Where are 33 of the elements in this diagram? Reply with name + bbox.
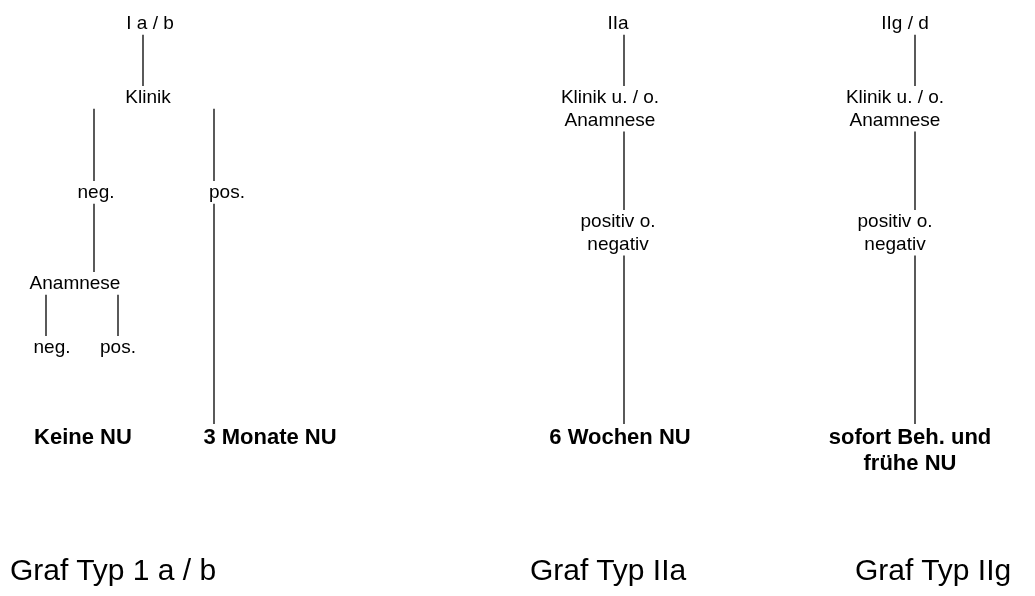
connector-line [93,203,95,273]
connector-line [93,108,95,182]
node-text: positiv o. negativ [579,210,657,256]
node-text: I a / b [125,12,175,35]
graph-caption: Graf Typ 1 a / b [10,553,217,587]
node-text: Klinik [124,86,172,109]
node-text: positiv o. negativ [856,210,934,256]
connector-line [914,34,916,87]
connector-line [117,294,119,337]
node-text: Anamnese [28,272,122,295]
result-text: Keine NU [33,424,133,451]
node-text: neg. [32,336,72,359]
node-text: Klinik u. / o. Anamnese [559,86,661,132]
connector-line [914,130,916,211]
node-text: neg. [76,181,116,204]
node-text: pos. [208,181,246,204]
connector-line [623,254,625,425]
node-text: IIa [606,12,630,35]
result-text: 3 Monate NU [202,424,338,451]
graph-caption: Graf Typ IIa [530,553,687,587]
connector-line [623,34,625,87]
connector-line [213,203,215,425]
connector-line [914,254,916,425]
connector-line [213,108,215,182]
connector-line [623,130,625,211]
graph-caption: Graf Typ IIg [855,553,1012,587]
node-text: Klinik u. / o. Anamnese [844,86,946,132]
connector-line [45,294,47,337]
result-text: 6 Wochen NU [548,424,692,451]
node-text: IIg / d [880,12,930,35]
connector-line [142,34,144,87]
node-text: pos. [99,336,137,359]
result-text: sofort Beh. und frühe NU [827,424,993,477]
